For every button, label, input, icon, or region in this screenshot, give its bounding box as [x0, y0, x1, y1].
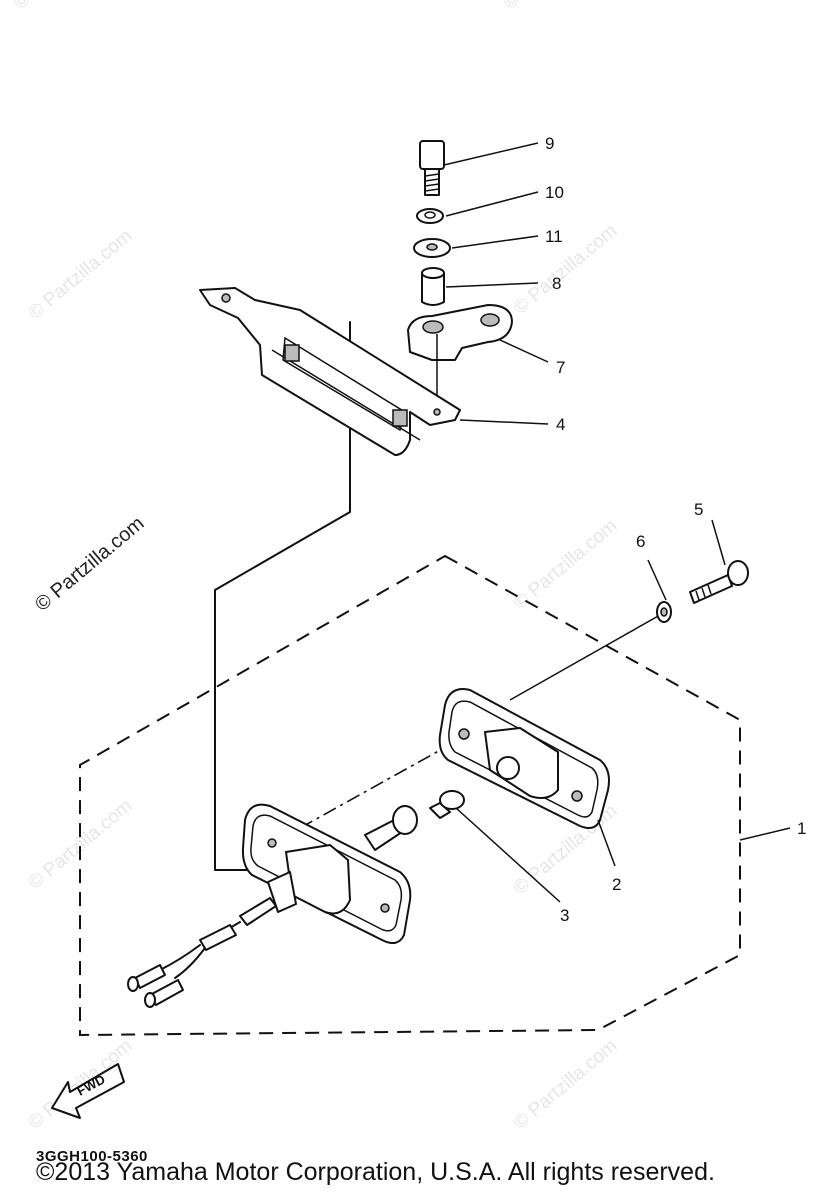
watermark-text: © Partzilla.com — [510, 220, 622, 318]
watermarks: © Partzilla.com © Partzilla.com © Partzi… — [10, 0, 622, 1134]
watermark-text: © Partzilla.com — [510, 1035, 622, 1133]
stay-part-7 — [407, 304, 513, 400]
reference-line-screw — [509, 614, 661, 701]
washer-part-6 — [656, 601, 672, 623]
callout-7: 7 — [556, 358, 565, 377]
callout-1: 1 — [797, 819, 806, 838]
spring-washer-part-10 — [416, 208, 444, 224]
copyright-notice: ©2013 Yamaha Motor Corporation, U.S.A. A… — [36, 1158, 715, 1186]
callout-9: 9 — [545, 134, 554, 153]
reference-line-lens — [299, 737, 463, 829]
watermark-text: © Partzilla.com — [10, 0, 122, 14]
flat-washer-part-11 — [413, 238, 451, 258]
lens-part-2 — [438, 688, 610, 829]
collar-part-8 — [421, 267, 445, 306]
lamp-housing — [127, 803, 418, 1008]
callout-4: 4 — [556, 415, 565, 434]
watermark-text-dark: © Partzilla.com — [31, 512, 148, 615]
watermark-text: © Partzilla.com — [510, 515, 622, 613]
leader-lines — [443, 142, 791, 903]
diagram-part-code: 3GGH100-5360 — [36, 1148, 148, 1165]
callout-3: 3 — [560, 906, 569, 925]
callout-10: 10 — [545, 183, 564, 202]
assembly-boundary — [79, 554, 741, 1037]
watermark-text: © Partzilla.com — [25, 225, 137, 323]
watermark-text: © Partzilla.com — [500, 0, 612, 14]
callout-6: 6 — [636, 532, 645, 551]
callout-labels: 9 10 11 8 7 4 5 6 1 2 3 — [545, 134, 806, 925]
callout-5: 5 — [694, 500, 703, 519]
callout-8: 8 — [552, 274, 561, 293]
bolt-part-9 — [419, 140, 445, 196]
bulb-part-3 — [429, 790, 465, 819]
callout-11: 11 — [545, 227, 563, 246]
callout-2: 2 — [612, 875, 621, 894]
license-bracket-part-4 — [199, 287, 461, 456]
reference-line-bracket — [214, 321, 351, 871]
screw-part-5 — [689, 560, 749, 604]
